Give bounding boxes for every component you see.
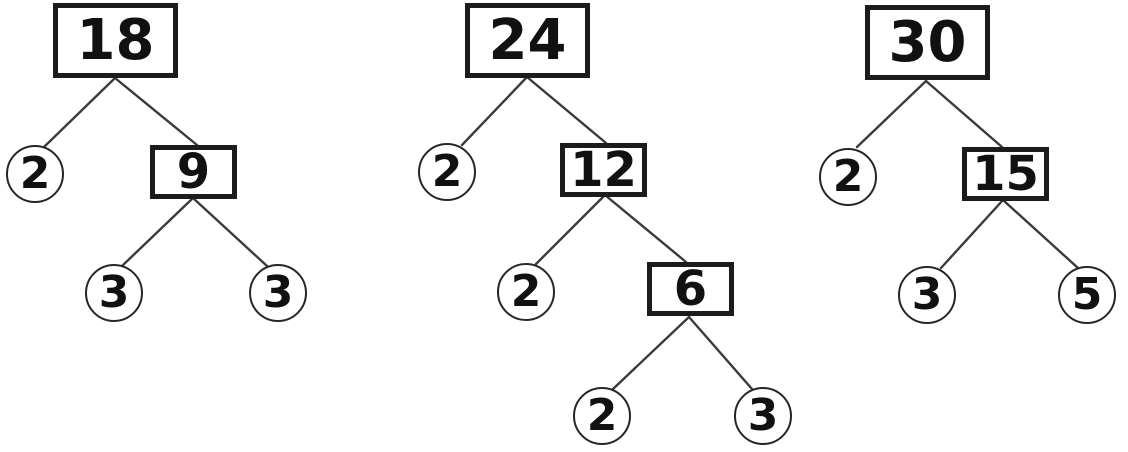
tree18-composite-18: 18 (53, 3, 178, 78)
branch-line (687, 315, 754, 391)
tree18-prime-3-right: 3 (249, 264, 307, 322)
tree24-prime-2-level1: 2 (418, 143, 476, 201)
branch-line (1001, 198, 1080, 270)
tree24-prime-2-level2: 2 (497, 263, 555, 321)
branch-line (42, 76, 117, 149)
tree18-prime-3-left: 3 (85, 264, 143, 322)
branch-line (120, 196, 195, 268)
tree30-composite-30: 30 (865, 5, 990, 80)
branch-line (603, 193, 688, 264)
branch-line (191, 196, 269, 268)
branch-line (525, 75, 608, 145)
tree30-prime-3: 3 (898, 266, 956, 324)
tree24-prime-2-level3: 2 (573, 387, 631, 445)
branch-line (534, 193, 607, 266)
branch-line (611, 315, 691, 391)
tree24-composite-12: 12 (560, 143, 647, 197)
branch-line (924, 79, 1004, 149)
tree18-prime-2: 2 (6, 145, 64, 203)
tree30-prime-2: 2 (819, 148, 877, 206)
tree24-prime-3: 3 (734, 387, 792, 445)
branch-line (113, 76, 199, 147)
tree30-prime-5: 5 (1058, 266, 1116, 324)
tree24-composite-24: 24 (465, 3, 590, 78)
tree18-composite-9: 9 (150, 145, 237, 199)
tree30-composite-15: 15 (962, 147, 1049, 201)
branch-line (460, 75, 529, 147)
branch-line (855, 79, 928, 149)
branch-line (939, 198, 1005, 270)
tree24-composite-6: 6 (647, 262, 734, 316)
